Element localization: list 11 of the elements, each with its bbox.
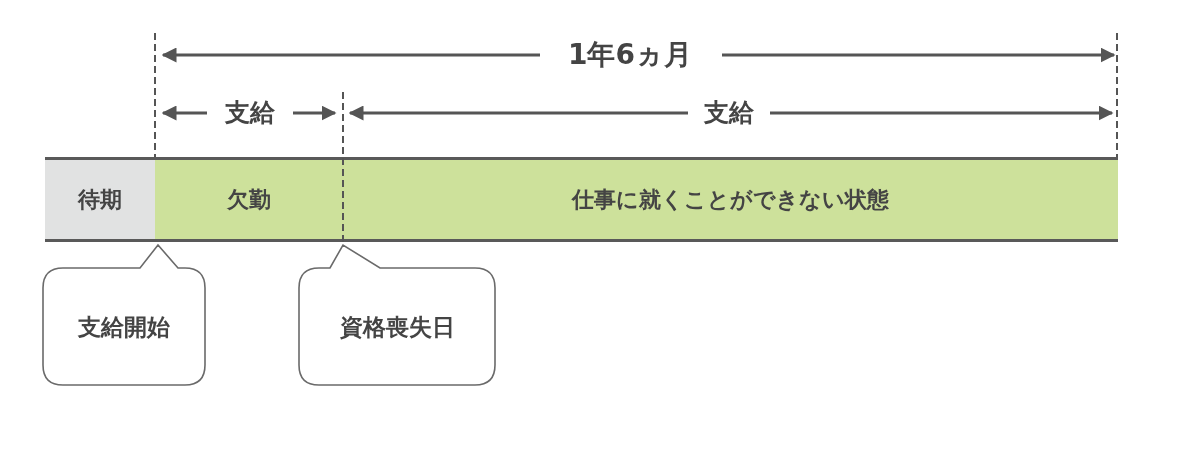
segment-label: 待期 [78,185,122,214]
timeline-segment [45,157,155,242]
duration-label: 1年6ヵ月 [568,39,692,71]
period-label: 支給 [704,99,754,127]
timeline-segment [343,157,1118,242]
segment-label: 欠勤 [227,185,271,214]
segment-label: 仕事に就くことができない状態 [572,185,889,214]
period-label: 支給 [225,99,275,127]
callout-label: 資格喪失日 [338,313,456,342]
timeline-segment [155,157,343,242]
callout-label: 支給開始 [77,313,171,342]
